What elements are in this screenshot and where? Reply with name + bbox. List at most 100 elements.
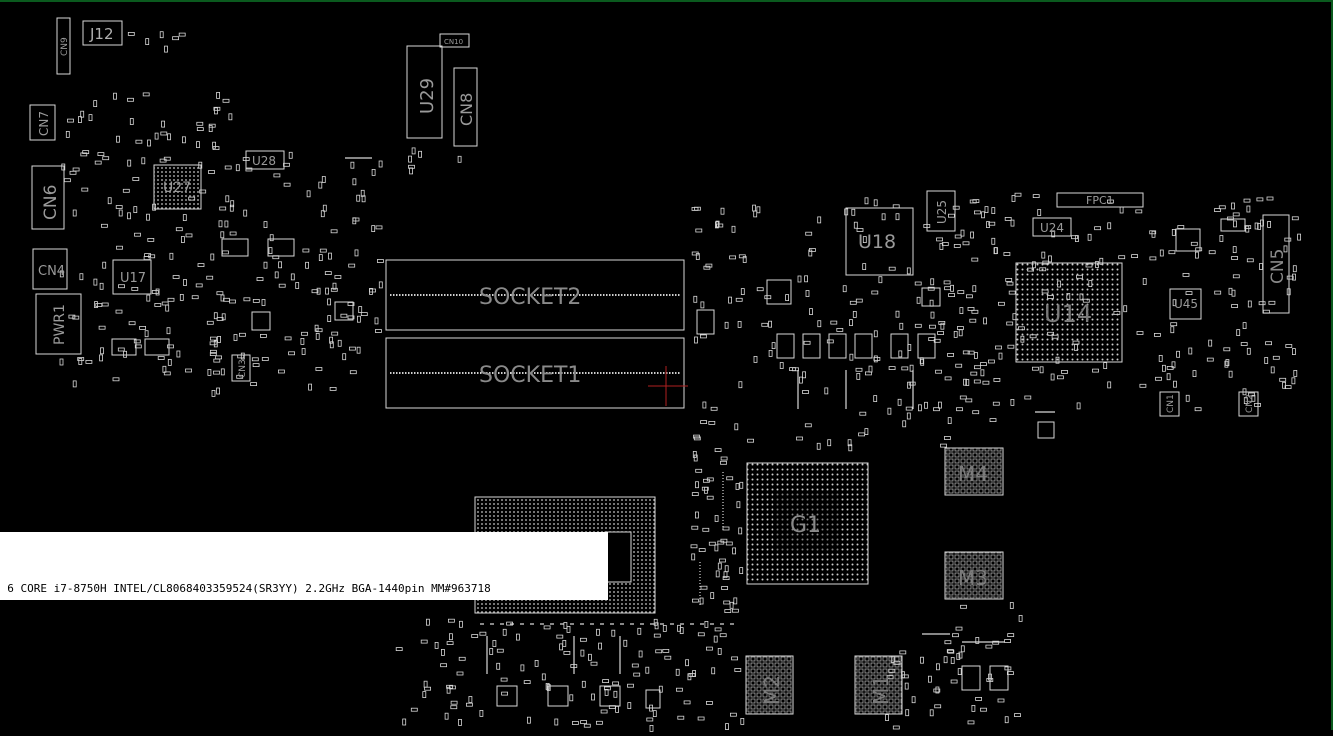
passive-component[interactable] (456, 671, 464, 676)
passive-component[interactable] (1267, 220, 1271, 228)
passive-component[interactable] (615, 706, 619, 713)
passive-component[interactable] (523, 680, 531, 684)
passive-component[interactable] (1214, 290, 1222, 295)
passive-component[interactable] (446, 641, 454, 645)
passive-component[interactable] (358, 306, 363, 314)
passive-component[interactable] (196, 127, 204, 131)
passive-component[interactable] (935, 686, 940, 694)
passive-component[interactable] (252, 363, 260, 368)
passive-component[interactable] (1061, 369, 1068, 374)
passive-component[interactable] (118, 284, 125, 289)
passive-component[interactable] (305, 261, 310, 269)
passive-component[interactable] (730, 712, 737, 717)
passive-component[interactable] (738, 527, 743, 535)
passive-component[interactable] (722, 526, 730, 531)
passive-component[interactable] (756, 206, 761, 214)
passive-component[interactable] (318, 181, 323, 189)
passive-component[interactable] (235, 164, 240, 172)
passive-component[interactable] (496, 648, 504, 653)
passive-component[interactable] (208, 170, 215, 174)
passive-component[interactable] (604, 686, 611, 691)
passive-component[interactable] (943, 656, 948, 664)
passive-component[interactable] (906, 267, 911, 275)
passive-component[interactable] (747, 438, 754, 443)
passive-component[interactable] (221, 313, 226, 321)
passive-component[interactable] (612, 681, 619, 686)
passive-component[interactable] (1292, 273, 1296, 281)
passive-component[interactable] (1285, 344, 1293, 348)
passive-component[interactable] (1224, 360, 1229, 368)
passive-component[interactable] (1010, 219, 1015, 227)
passive-component[interactable] (738, 381, 743, 389)
passive-component[interactable] (957, 326, 964, 330)
passive-component[interactable] (1071, 235, 1078, 240)
passive-component[interactable] (739, 567, 744, 574)
passive-component[interactable] (325, 287, 330, 295)
passive-component[interactable] (68, 314, 76, 319)
passive-component[interactable] (771, 342, 776, 350)
passive-component[interactable] (991, 207, 996, 215)
passive-component[interactable] (1158, 354, 1163, 362)
passive-component[interactable] (146, 294, 151, 302)
passive-component[interactable] (1258, 301, 1266, 306)
passive-component[interactable] (975, 637, 980, 644)
passive-component[interactable] (134, 344, 142, 349)
component-CN5[interactable]: CN5 (1262, 214, 1290, 314)
passive-component[interactable] (1009, 602, 1014, 609)
passive-component[interactable] (929, 324, 936, 329)
passive-component[interactable] (1103, 362, 1108, 370)
passive-component[interactable] (808, 249, 813, 257)
passive-component[interactable] (329, 386, 337, 391)
passive-component[interactable] (768, 320, 772, 328)
passive-component[interactable] (695, 481, 699, 489)
passive-component[interactable] (314, 324, 319, 332)
passive-component[interactable] (209, 336, 217, 341)
passive-component[interactable] (736, 501, 741, 509)
passive-component[interactable] (1291, 377, 1296, 385)
passive-component[interactable] (563, 651, 571, 655)
passive-component[interactable] (64, 178, 71, 183)
passive-component[interactable] (732, 547, 736, 555)
passive-component[interactable] (185, 233, 193, 238)
passive-component[interactable] (256, 277, 264, 282)
passive-component[interactable] (953, 330, 958, 338)
passive-component[interactable] (269, 234, 274, 242)
passive-component[interactable] (817, 320, 822, 328)
passive-component[interactable] (290, 273, 295, 281)
passive-component[interactable] (534, 660, 539, 667)
passive-component[interactable] (958, 651, 963, 659)
passive-component[interactable] (541, 673, 546, 681)
component-CN6[interactable]: CN6 (31, 165, 65, 230)
passive-component[interactable] (1279, 377, 1287, 382)
passive-component[interactable] (179, 293, 184, 301)
passive-component[interactable] (418, 150, 423, 158)
passive-component[interactable] (981, 211, 985, 219)
passive-component[interactable] (422, 691, 427, 698)
passive-component[interactable] (252, 298, 260, 303)
passive-component[interactable] (350, 161, 355, 169)
passive-component[interactable] (849, 319, 853, 327)
passive-component[interactable] (993, 377, 1001, 382)
passive-component[interactable] (144, 330, 149, 338)
passive-component[interactable] (960, 229, 965, 237)
component-J12[interactable]: J12 (82, 20, 123, 46)
passive-component[interactable] (210, 253, 215, 261)
passive-component[interactable] (302, 248, 310, 253)
passive-component[interactable] (1254, 222, 1259, 230)
passive-component[interactable] (1048, 255, 1052, 263)
passive-component[interactable] (1087, 233, 1092, 241)
passive-component[interactable] (361, 195, 366, 203)
passive-component[interactable] (288, 151, 293, 159)
passive-component[interactable] (135, 139, 143, 144)
socket-2[interactable]: SOCKET2 (385, 259, 685, 331)
passive-component[interactable] (888, 366, 896, 371)
passive-component[interactable] (1247, 300, 1252, 308)
passive-component[interactable] (906, 412, 911, 420)
passive-component[interactable] (93, 278, 98, 286)
passive-component[interactable] (378, 160, 383, 168)
passive-component[interactable] (924, 401, 928, 409)
passive-component[interactable] (920, 656, 924, 664)
passive-component[interactable] (966, 294, 973, 299)
passive-component[interactable] (873, 395, 878, 403)
